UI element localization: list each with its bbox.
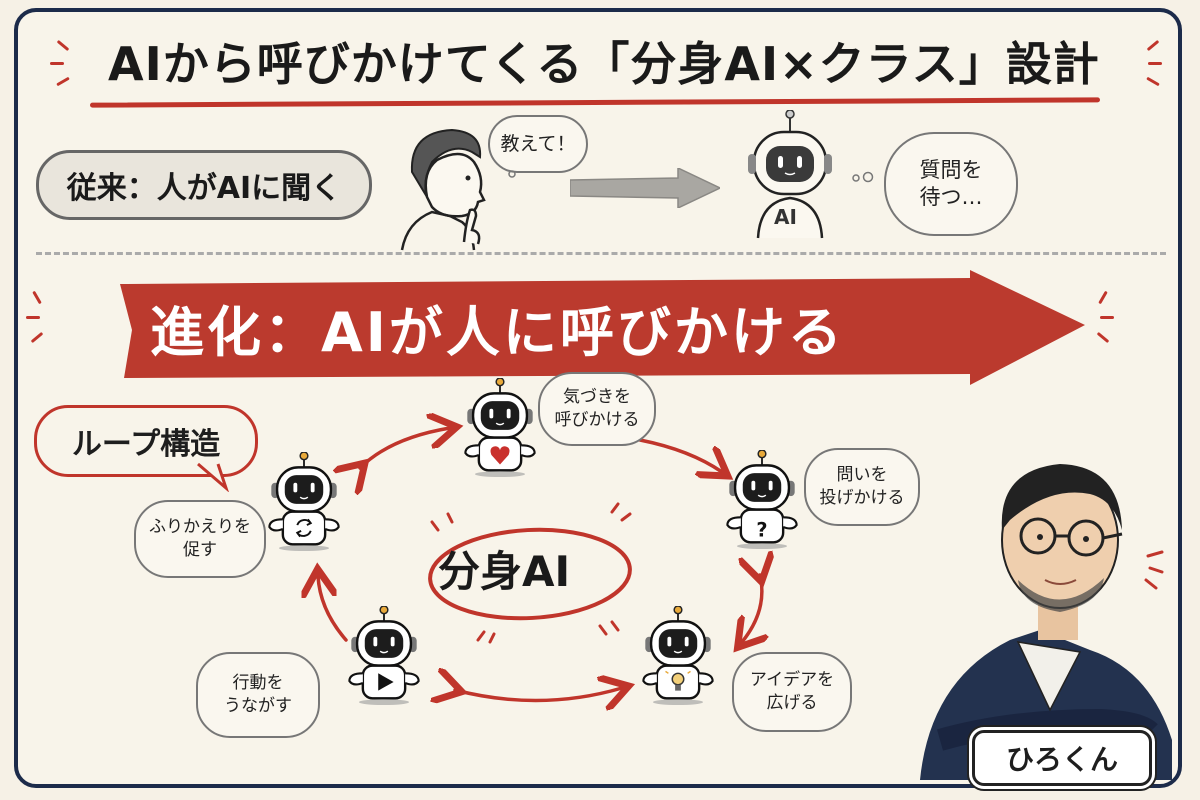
thinking-person-icon xyxy=(400,128,486,251)
ai-robot-icon xyxy=(748,110,832,239)
ai-thought-bubble: 質問を 待つ… xyxy=(884,132,1018,236)
robot-top xyxy=(464,378,536,478)
loop-structure-label: ループ構造 xyxy=(34,405,258,477)
section-divider xyxy=(36,252,1166,255)
bubble-bottom-left: 行動を うながす xyxy=(196,652,320,738)
evolution-banner-arrow xyxy=(120,270,1085,385)
accent-mark xyxy=(1148,62,1162,65)
play-icon xyxy=(378,673,394,691)
evolution-banner-text: 進化：AIが人に呼びかける xyxy=(150,301,845,364)
accent-mark xyxy=(50,62,64,65)
bubble-top: 気づきを 呼びかける xyxy=(538,372,656,446)
thought-dots xyxy=(852,171,874,183)
bubble-bottom-right: アイデアを 広げる xyxy=(732,652,852,732)
question-icon: ? xyxy=(756,519,767,542)
heart-icon xyxy=(490,446,510,465)
robot-left xyxy=(268,452,340,552)
bubble-right: 問いを 投げかける xyxy=(804,448,920,526)
gray-arrow-icon xyxy=(570,168,720,208)
refresh-icon xyxy=(295,518,313,538)
bubble-tail xyxy=(197,462,229,492)
presenter-name-tag: ひろくん xyxy=(972,730,1152,786)
page-title: AIから呼びかけてくる「分身AI×クラス」設計 xyxy=(108,37,1100,91)
accent-mark xyxy=(26,316,40,319)
bubble-left: ふりかえりを 促す xyxy=(134,500,266,578)
person-speech-bubble: 教えて！ xyxy=(488,115,588,173)
robot-bottom-left xyxy=(348,606,420,706)
robot-right: ? xyxy=(726,450,798,550)
accent-mark xyxy=(1100,316,1114,319)
center-clone-ai-label: 分身AI xyxy=(438,547,571,596)
ai-robot-label: AI xyxy=(774,205,797,229)
lightbulb-icon xyxy=(665,670,691,691)
thought-dots xyxy=(508,170,516,178)
robot-bottom-right xyxy=(642,606,714,706)
traditional-label: 従来：人がAIに聞く xyxy=(36,150,372,220)
